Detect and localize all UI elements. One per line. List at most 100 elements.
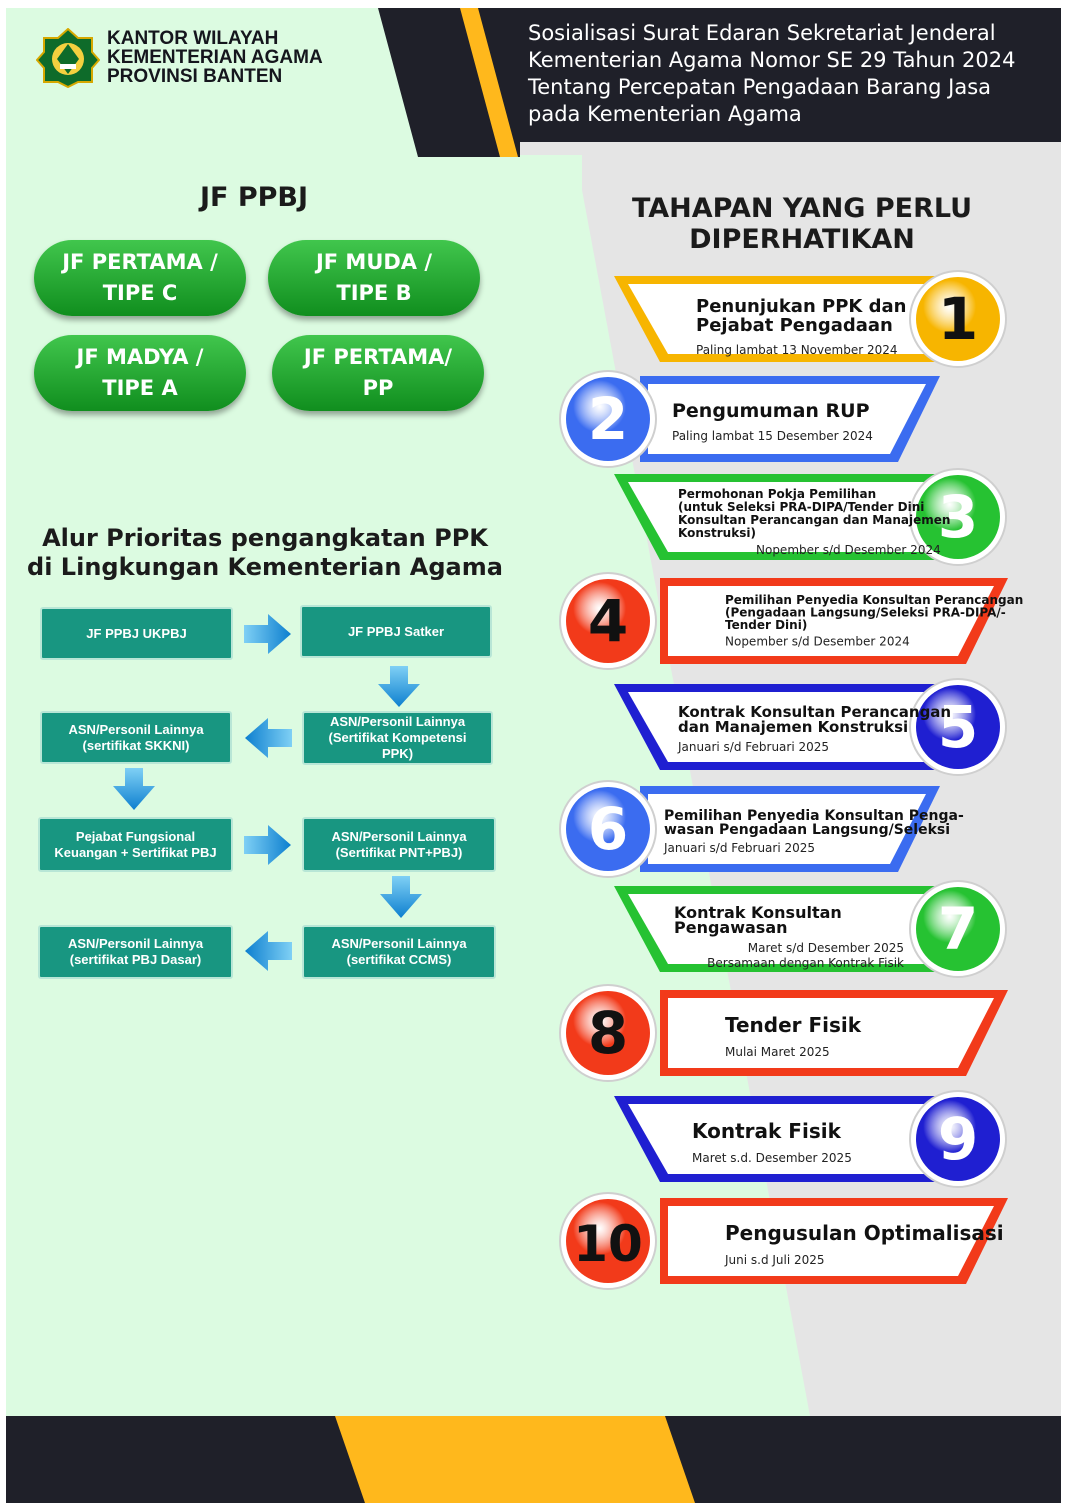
step-date: Maret s.d. Desember 2025 (692, 1151, 852, 1165)
step-badge (916, 887, 1000, 971)
flow-box-sertifikat-ccms: ASN/Personil Lainnya (sertifikat CCMS) (302, 925, 496, 979)
step-title: Pengusulan Optimalisasi (725, 1221, 1004, 1245)
step-date: Mulai Maret 2025 (725, 1045, 830, 1059)
step-badge (566, 787, 650, 871)
step-title: Tender Dini) (725, 618, 807, 632)
step-title: Konstruksi) (678, 526, 756, 540)
flow-line: JF PPBJ UKPBJ (86, 625, 187, 641)
org-name: KANTOR WILAYAH KEMENTERIAN AGAMA PROVINS… (107, 29, 323, 86)
flow-line: ASN/Personil Lainnya (329, 714, 466, 729)
pill-line: JF MUDA / (315, 250, 433, 274)
step-title: wasan Pengadaan Langsung/Seleksi (664, 822, 950, 838)
step-number: 7 (938, 895, 978, 963)
tahapan-title-line-2: DIPERHATIKAN (689, 224, 915, 255)
pill-line: JF PERTAMA/ (303, 345, 453, 369)
step-number: 3 (938, 483, 978, 551)
flow-line: (sertifikat PBJ Dasar) (69, 952, 202, 967)
pill-line: TIPE B (336, 281, 412, 305)
step-card (628, 284, 940, 354)
step-card (668, 1206, 994, 1276)
jf-pill-madya-a: JF MADYA / TIPE A (34, 335, 246, 411)
flow-line: Keuangan + Sertifikat PBJ (54, 844, 217, 860)
step-card (628, 894, 940, 964)
step-date: Paling lambat 13 November 2024 (696, 343, 898, 357)
step-badge (566, 991, 650, 1075)
step-number: 6 (588, 795, 628, 863)
pill-line: JF PERTAMA / (62, 250, 218, 274)
tahapan-title-line-1: TAHAPAN YANG PERLU (631, 193, 973, 224)
step-card (648, 794, 926, 864)
step-date: Januari s/d Februari 2025 (677, 740, 829, 754)
step-title: Tender Fisik (725, 1013, 862, 1037)
step-title: Konsultan Perancangan dan Manajemen (678, 513, 950, 527)
step-number: 2 (588, 385, 628, 453)
step-title: Pengumuman RUP (672, 400, 870, 422)
flow-line: ASN/Personil Lainnya (331, 828, 467, 844)
step-badge (916, 475, 1000, 559)
jf-pill-pertama-pp: JF PERTAMA/PP (272, 335, 484, 411)
step-number: 8 (588, 999, 628, 1067)
step-badge (566, 579, 650, 663)
alur-title-line-1: Alur Prioritas pengangkatan PPK (42, 524, 488, 552)
flow-line: Pejabat Fungsional (75, 828, 196, 844)
flow-line: (Sertifikat PNT+PBJ) (335, 844, 463, 860)
flow-box-sertifikat-pnt-pbj: ASN/Personil Lainnya (Sertifikat PNT+PBJ… (302, 817, 496, 872)
flow-line: ASN/Personil Lainnya (67, 936, 204, 951)
pill-line: PP (362, 376, 394, 400)
arrow-down-icon (113, 768, 155, 810)
arrow-left-icon (245, 931, 292, 971)
step-card (648, 384, 926, 454)
step-date: Januari s/d Februari 2025 (663, 841, 815, 855)
step-title: Permohonan Pokja Pemilihan (678, 487, 876, 501)
header-title-line-1: Sosialisasi Surat Edaran Sekretariat Jen… (528, 21, 996, 45)
step-title: Kontrak Konsultan (674, 903, 842, 922)
step-card (628, 482, 940, 552)
step-card (628, 692, 940, 762)
jf-pill-muda-b: JF MUDA / TIPE B (268, 240, 480, 316)
flow-line: ASN/Personil Lainnya (331, 936, 467, 951)
step-title: Kontrak Fisik (692, 1119, 842, 1143)
step-number: 10 (573, 1215, 643, 1273)
step-title: (Pengadaan Langsung/Seleksi PRA-DIPA/- (725, 606, 1006, 620)
pill-line: TIPE A (102, 376, 178, 400)
flow-line: PPK) (381, 746, 414, 761)
flow-box-jf-ppbj-ukpbj: JF PPBJ UKPBJ (40, 607, 233, 660)
flow-arrows (113, 614, 422, 971)
pill-line: JF MADYA / (76, 345, 204, 369)
org-line-3: PROVINSI BANTEN (107, 66, 283, 87)
flow-box-sertifikat-skkni: ASN/Personil Lainnya (sertifikat SKKNI) (40, 711, 232, 764)
jf-pill-pertama-c: JF PERTAMA /TIPE C (34, 240, 246, 316)
step-2: 2 Pengumuman RUP Paling lambat 15 Desember… (559, 370, 940, 468)
org-line-1: KANTOR WILAYAH (107, 28, 279, 49)
step-title: Penunjukan PPK dan (696, 296, 906, 317)
alur-title: Alur Prioritas pengangkatan PPK di Lingk… (20, 524, 510, 582)
step-badge (916, 277, 1000, 361)
step-date: Nopember s/d Desember 2024 (725, 635, 910, 649)
jf-title: JF PPBJ (199, 182, 309, 213)
step-date: Paling lambat 15 Desember 2024 (672, 429, 873, 443)
arrow-right-icon (244, 614, 291, 654)
header-stripe (460, 8, 518, 157)
step-date: Juni s.d Juli 2025 (724, 1253, 825, 1267)
step-date: Bersamaan dengan Kontrak Fisik (707, 956, 904, 970)
step-badge (916, 685, 1000, 769)
alur-title-line-2: di Lingkungan Kementerian Agama (27, 553, 503, 581)
step-card (668, 586, 994, 656)
arrow-down-icon (378, 666, 420, 707)
step-title: dan Manajemen Konstruksi (678, 718, 908, 736)
flow-line: (sertifikat SKKNI) (82, 737, 190, 753)
flow-line: JF PPBJ Satker (347, 623, 445, 639)
flow-box-sertifikat-pbj-dasar: ASN/Personil Lainnya (sertifikat PBJ Das… (38, 925, 233, 979)
step-title: Pejabat Pengadaan (696, 315, 893, 336)
flow-line: (Sertifikat Kompetensi (328, 730, 467, 745)
arrow-right-icon (244, 825, 291, 865)
step-badge (566, 377, 650, 461)
header-title-line-4: pada Kementerian Agama (528, 102, 802, 126)
